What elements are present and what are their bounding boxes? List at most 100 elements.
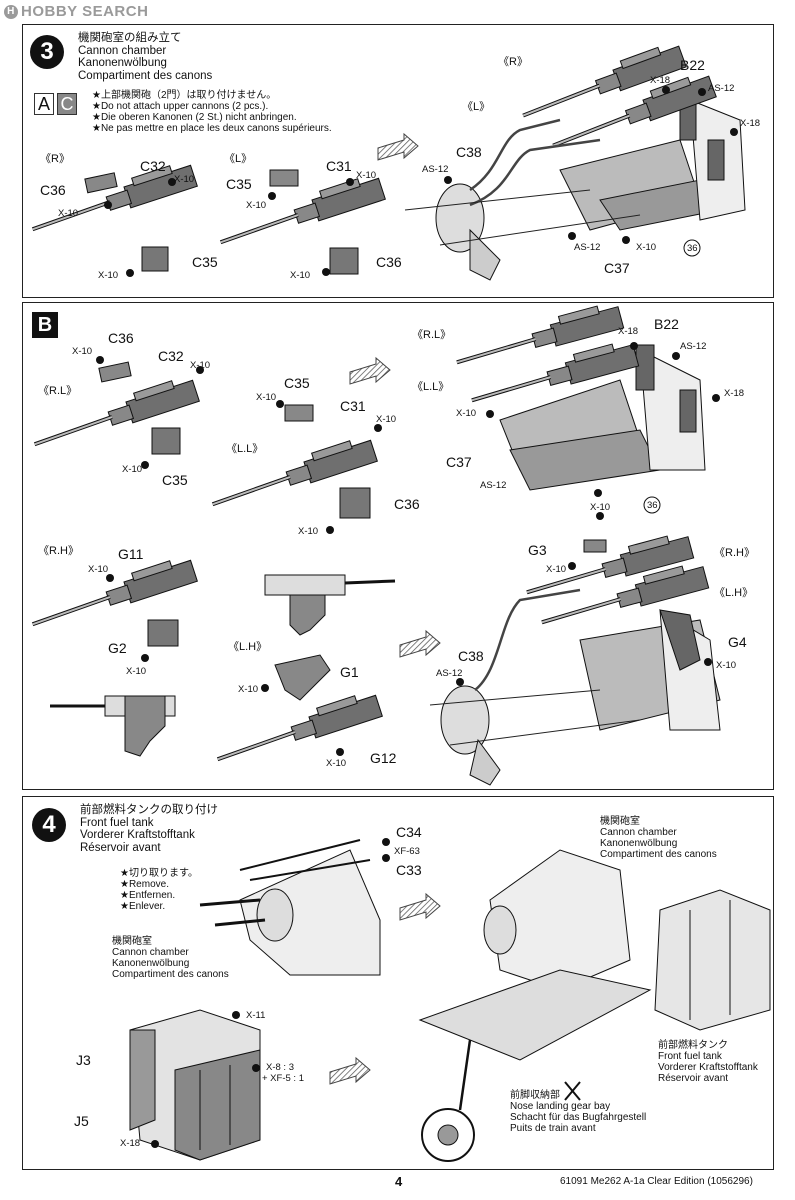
variant-badge-a: A — [34, 93, 54, 115]
label-rl: 《R.L》 — [38, 385, 78, 397]
label-as12-c: AS-12 — [708, 83, 735, 94]
part-c35-l-step3 — [269, 169, 299, 187]
label-x10-f: X-10 — [290, 270, 311, 281]
label-r-assembly: 《R》 — [498, 56, 528, 68]
reference-circle-36-step3 — [683, 239, 701, 257]
part-c36-step3 — [84, 172, 118, 194]
step4-remove-notes: ★切り取ります。 ★Remove. ★Entfernen. ★Enlever. — [120, 868, 198, 912]
cc-jp: 機関砲室 — [112, 936, 152, 947]
label-c36-ll: C36 — [394, 496, 420, 512]
label-ll-assembly: 《L.L》 — [412, 381, 450, 393]
gb-jp: 前脚収納部 — [510, 1090, 560, 1101]
label-c37-b: C37 — [446, 454, 472, 470]
page-number: 4 — [395, 1174, 403, 1189]
step3-note-fr: ★Ne pas mettre en place les deux canons … — [92, 123, 332, 134]
label-as12-c1: AS-12 — [436, 668, 463, 679]
stepB-flow-arrow-2 — [399, 629, 441, 658]
label-c35-step3: C35 — [192, 254, 218, 270]
label-ll: 《L.L》 — [226, 443, 264, 455]
label-x18-b1: X-18 — [618, 326, 639, 337]
label-x10-b6: X-10 — [298, 526, 319, 537]
step3-title-fr: Compartiment des canons — [78, 69, 213, 82]
fuel-tank-j3-j5 — [129, 1009, 261, 1161]
reference-circle-36-stepB — [643, 496, 661, 514]
label-as12-b1: AS-12 — [680, 341, 707, 352]
step4-fuel-tank-label: 前部燃料タンク Front fuel tank Vorderer Kraftst… — [658, 1040, 758, 1084]
step4-panel — [22, 796, 774, 1170]
label-x10-b3: X-10 — [122, 464, 143, 475]
label-x10-e: X-10 — [356, 170, 377, 181]
label-x10-a: X-10 — [58, 208, 79, 219]
cannon-r-subassembly — [25, 157, 200, 241]
part-c36-b — [98, 361, 132, 383]
step4-title-jp: 前部燃料タンクの取り付け — [80, 804, 218, 816]
label-j5: J5 — [74, 1113, 89, 1129]
label-mix-2: + XF-5 : 1 — [262, 1073, 304, 1084]
label-x10-c2: X-10 — [126, 666, 147, 677]
stepB-upper-assembly — [450, 298, 706, 491]
label-c31-b: C31 — [340, 398, 366, 414]
step4-number: 4 — [32, 808, 66, 842]
label-g3: G3 — [528, 542, 547, 558]
label-as12-b2: AS-12 — [480, 480, 507, 491]
remove-note-jp: ★切り取ります。 — [120, 868, 198, 879]
cannon-rh-side-view — [50, 695, 176, 757]
remove-note-fr: ★Enlever. — [120, 901, 166, 912]
label-rh-assembly: 《R.H》 — [714, 547, 755, 559]
label-as12-a: AS-12 — [422, 164, 449, 175]
label-rh: 《R.H》 — [38, 545, 79, 557]
label-c38-step3: C38 — [456, 144, 482, 160]
step3-note-en: ★Do not attach upper cannons (2 pcs.). — [92, 101, 269, 112]
label-g1: G1 — [340, 664, 359, 680]
label-x10-c: X-10 — [98, 270, 119, 281]
step4-title-en: Front fuel tank — [80, 816, 154, 829]
label-g11: G11 — [118, 546, 144, 562]
label-x10-c3: X-10 — [238, 684, 259, 695]
label-g12: G12 — [370, 750, 397, 766]
stepB-panel — [22, 302, 774, 790]
label-c35-l-step3: C35 — [226, 176, 252, 192]
step3-note-de: ★Die oberen Kanonen (2 St.) nicht anbrin… — [92, 112, 297, 123]
label-l-assembly: 《L》 — [462, 101, 491, 113]
label-x10-b4: X-10 — [256, 392, 277, 403]
ft-jp: 前部燃料タンク — [658, 1040, 728, 1051]
cannon-lh-subassembly — [210, 687, 385, 771]
label-c36-step3: C36 — [40, 182, 66, 198]
step3-flow-arrow — [377, 132, 419, 161]
label-c38-b: C38 — [458, 648, 484, 664]
ft-fr: Réservoir avant — [658, 1073, 729, 1084]
label-c31-step3: C31 — [326, 158, 352, 174]
label-l-step3: 《L》 — [224, 153, 253, 165]
ft-en: Front fuel tank — [658, 1051, 722, 1062]
label-c34: C34 — [396, 824, 422, 840]
label-lh-assembly: 《L.H》 — [714, 587, 754, 599]
label-c33: C33 — [396, 862, 422, 878]
label-x18-b2: X-18 — [724, 388, 745, 399]
label-x10-c1: X-10 — [88, 564, 109, 575]
step4-cannon-chamber-label: 機関砲室 Cannon chamber Kanonenwölbung Compa… — [112, 936, 229, 980]
ccr-fr: Compartiment des canons — [600, 849, 717, 860]
step3-number: 3 — [30, 35, 64, 69]
label-c32-b: C32 — [158, 348, 184, 364]
label-b22-step3: B22 — [680, 57, 705, 73]
label-x10-c4: X-10 — [326, 758, 347, 769]
step4-flow-arrow-2 — [329, 1056, 371, 1085]
label-mix-1: X-8 : 3 — [266, 1062, 294, 1073]
variant-badge-c: C — [57, 93, 77, 115]
stepB-flow-arrow-1 — [349, 356, 391, 385]
label-x10-d: X-10 — [246, 200, 267, 211]
label-x10-b8: X-10 — [590, 502, 611, 513]
label-j3: J3 — [76, 1052, 91, 1068]
label-x10-b5: X-10 — [376, 414, 397, 425]
ccr-jp: 機関砲室 — [600, 816, 640, 827]
step3-title-en: Cannon chamber — [78, 44, 167, 57]
label-rl-assembly: 《R.L》 — [412, 329, 452, 341]
label-as12-b: AS-12 — [574, 242, 601, 253]
step4-left-assembly — [199, 839, 381, 976]
hobby-search-logo-icon: H — [4, 4, 18, 19]
ft-de: Vorderer Kraftstofftank — [658, 1062, 758, 1073]
label-c36-b: C36 — [108, 330, 134, 346]
ccr-de: Kanonenwölbung — [600, 838, 678, 849]
label-x10-b2: X-10 — [190, 360, 211, 371]
